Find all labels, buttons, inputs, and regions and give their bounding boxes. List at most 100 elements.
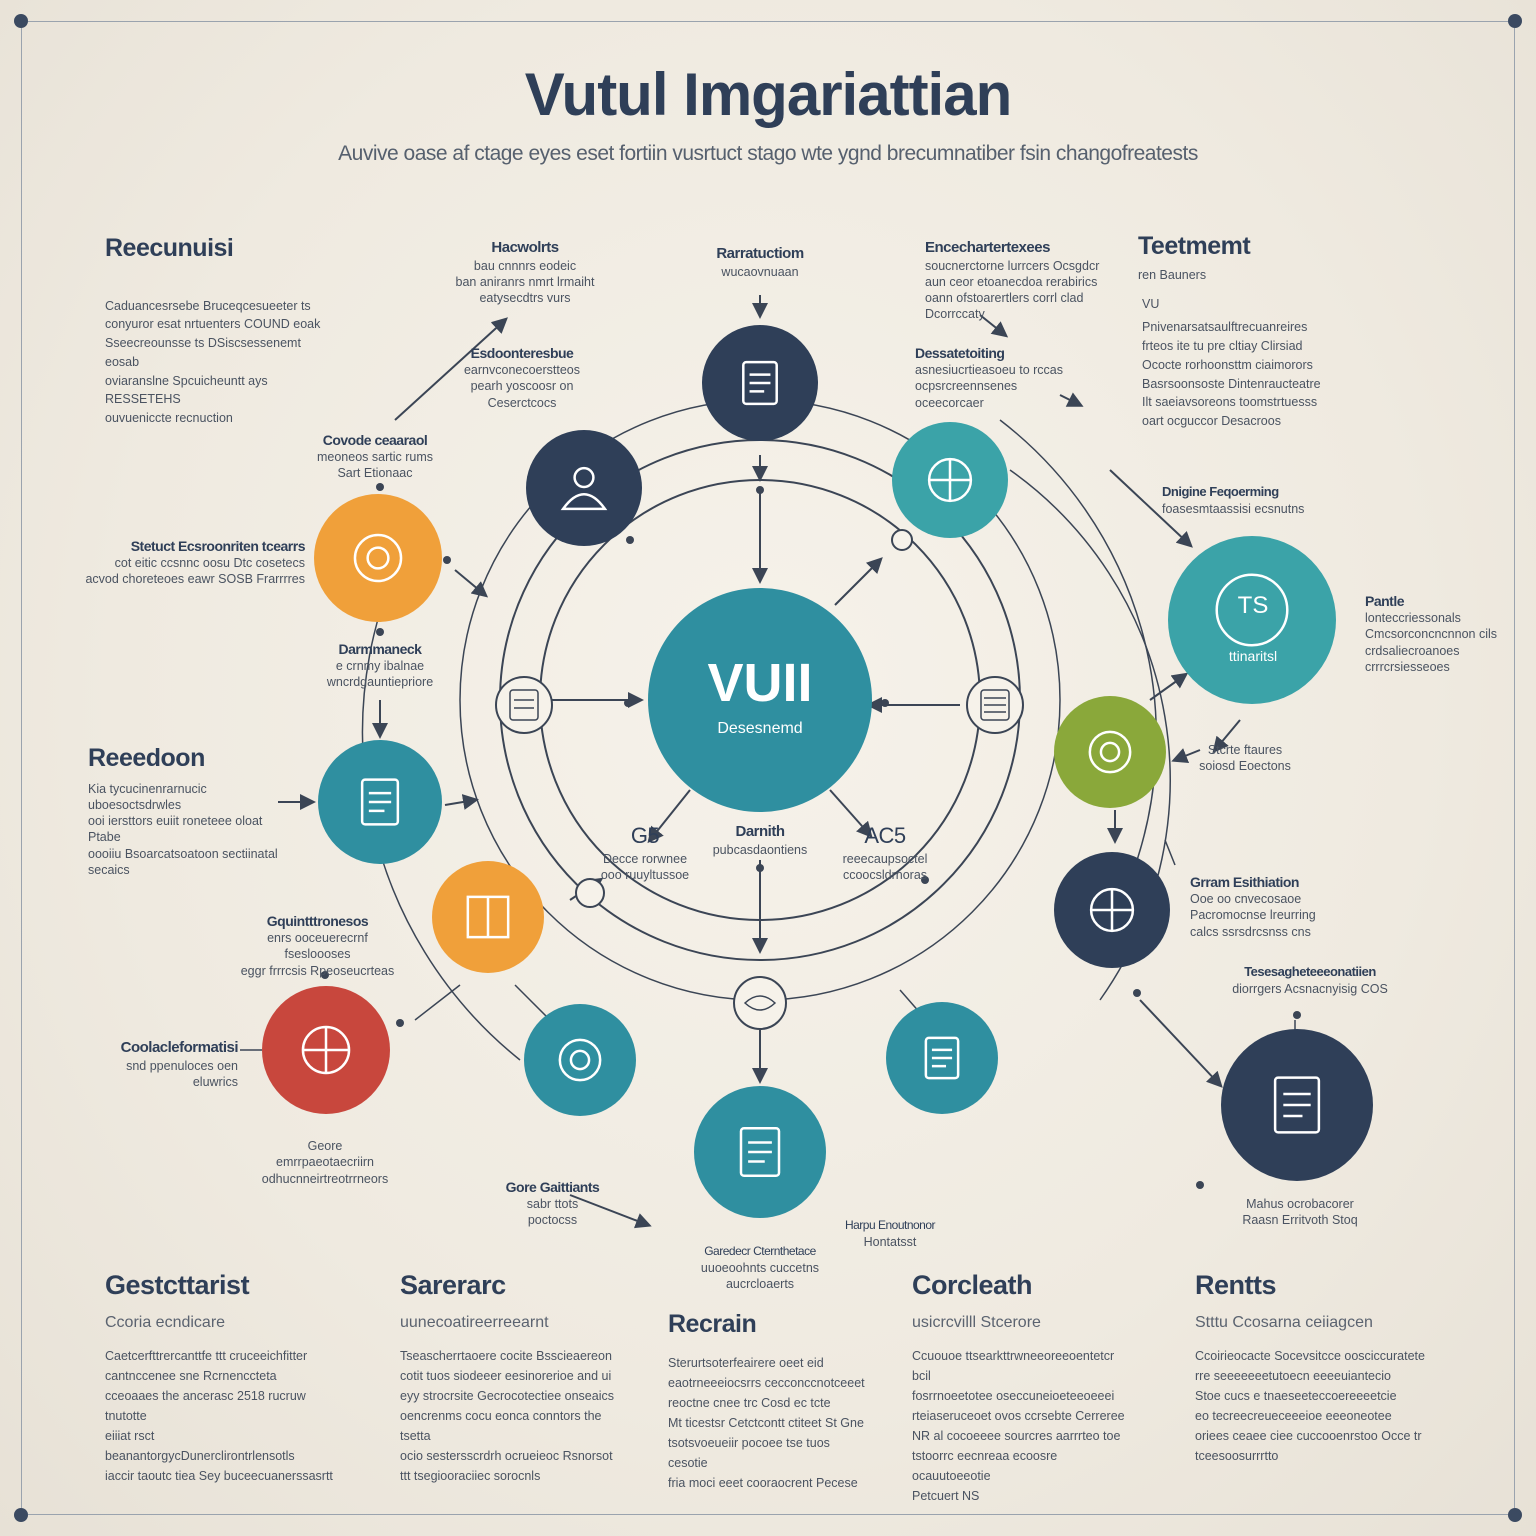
connector-arrow: [1139, 999, 1223, 1088]
frame-line: [21, 28, 22, 1508]
connector-arrow: [444, 794, 479, 810]
label-tessgaghters: Tesesagheteeeonatiien diorrgers Acsnacny…: [1232, 964, 1388, 996]
connector-dot: [443, 556, 451, 564]
frame-line: [28, 21, 1508, 22]
label-darnith: Darnith pubcasdaontiens: [712, 823, 808, 857]
stage-node: [1054, 696, 1166, 808]
connector-arrow: [647, 789, 691, 844]
outer-arc: [999, 419, 1158, 881]
frame-line: [1514, 28, 1515, 1508]
stage-node: [314, 494, 442, 622]
small-node-ring: [495, 676, 553, 734]
section-gestcttarist: Gestcttarist Ccoria ecndicare Caetcerftt…: [105, 1270, 333, 1483]
label-garedecr: Garedecr Cternthetace uuoeoohnts cuccetn…: [700, 1244, 820, 1291]
label-reeedoon: Reeedoon Kia tycucinenrarnucic uboesocts…: [88, 744, 278, 877]
stage-node: [524, 1004, 636, 1116]
connector-dot: [1196, 1181, 1204, 1189]
label-encechar: Encechartertexees soucnerctorne lurrcers…: [925, 239, 1100, 322]
handshake-icon: [743, 995, 777, 1011]
stack-icon: [980, 689, 1010, 721]
connector-arrow: [569, 1194, 652, 1229]
center-hub-title: VUII: [707, 653, 813, 713]
connector-dot: [626, 536, 634, 544]
connector-dot: [624, 699, 632, 707]
label-teetmemt: Teetmemt ren Bauners: [1138, 232, 1251, 282]
connector-dot: [376, 628, 384, 636]
certificate-icon: [1273, 1076, 1321, 1134]
cycle-icon: [1089, 887, 1135, 933]
connector-arrow: [834, 557, 883, 606]
label-stetuct: Stetuct Ecsroonriten tcearrs cot eitic c…: [85, 538, 305, 587]
connector-arrow: [829, 789, 873, 838]
frame-corner-dot: [14, 14, 28, 28]
folder-icon: [739, 1126, 781, 1178]
label-reecunuisi: Reecunuisi Caduancesrsebe Bruceqcesueete…: [105, 234, 321, 425]
section-corcleath: Corcleath usicrcvilll Stcerore Ccuouoe t…: [912, 1270, 1125, 1503]
section-rentts: Rentts Stttu Ccosarna ceiiagcen Ccoirieo…: [1195, 1270, 1425, 1463]
ts-badge-text: TS: [1237, 592, 1269, 619]
disc-icon: [558, 1038, 602, 1082]
connector-dot: [321, 971, 329, 979]
label-raratuction: Rarratuctiom wucaovnuaan: [716, 245, 804, 279]
label-dessatetoting: Dessatetoiting asnesiucrtieasoeu to rcca…: [915, 345, 1063, 410]
receipt-icon: [509, 689, 539, 721]
connector-arrow: [1212, 719, 1241, 754]
center-hub: [648, 588, 872, 812]
frame-corner-dot: [1508, 1508, 1522, 1522]
connector-arrow: [394, 317, 508, 421]
connector-dot: [921, 876, 929, 884]
connector-dot: [756, 486, 764, 494]
target-icon: [353, 533, 403, 583]
label-dritgine: Dnigine Feqoerming foasesmtaassisi ecsnu…: [1162, 484, 1305, 516]
globe-icon: [301, 1025, 351, 1075]
connector-arrow: [1149, 672, 1189, 701]
ts-badge-caption: ttinaritsl: [1228, 648, 1278, 664]
page-subtitle: Auvive oase af ctage eyes eset fortiin v…: [338, 142, 1198, 165]
connector-dot: [376, 483, 384, 491]
frame-corner-dot: [14, 1508, 28, 1522]
checklist-icon: [360, 778, 400, 826]
section-sarerarc: Sarerarc uunecoatireerreearnt Tseascherr…: [400, 1270, 614, 1483]
small-node-ring: [575, 878, 605, 908]
connector-dot: [756, 864, 764, 872]
connector-arrow: [979, 314, 1009, 338]
center-hub-subtitle: Desesnemd: [717, 720, 803, 737]
connector-arrow: [454, 569, 489, 598]
document-icon: [742, 360, 778, 406]
refresh-icon: [1088, 730, 1132, 774]
gears-icon: [927, 457, 973, 503]
user-icon: [560, 466, 608, 511]
connector-dot: [1293, 1011, 1301, 1019]
book-icon: [466, 895, 510, 939]
stage-node: [1168, 536, 1336, 704]
connector-line: [414, 984, 461, 1021]
small-node-ring: [891, 529, 913, 551]
frame-line: [28, 1514, 1508, 1515]
connector-arrow: [1059, 392, 1084, 407]
page-title: Vutul Imgariattian: [524, 61, 1013, 128]
connector-dot: [881, 699, 889, 707]
pie-search-icon: [924, 1036, 960, 1080]
label-coolaclefornatsi: Coolacleformatisi snd ppenuloces oen elu…: [120, 1039, 239, 1089]
label-gquinitiones: Gquintttronesos enrs ooceuerecrnf fseslo…: [240, 913, 395, 978]
connector-arrow: [1171, 748, 1201, 763]
label-harpu: Harpu Enoutnonor Hontatsst: [844, 1218, 936, 1249]
connector-line: [1164, 839, 1176, 866]
connector-dot: [396, 1019, 404, 1027]
connector-dot: [1133, 989, 1141, 997]
frame-corner-dot: [1508, 14, 1522, 28]
